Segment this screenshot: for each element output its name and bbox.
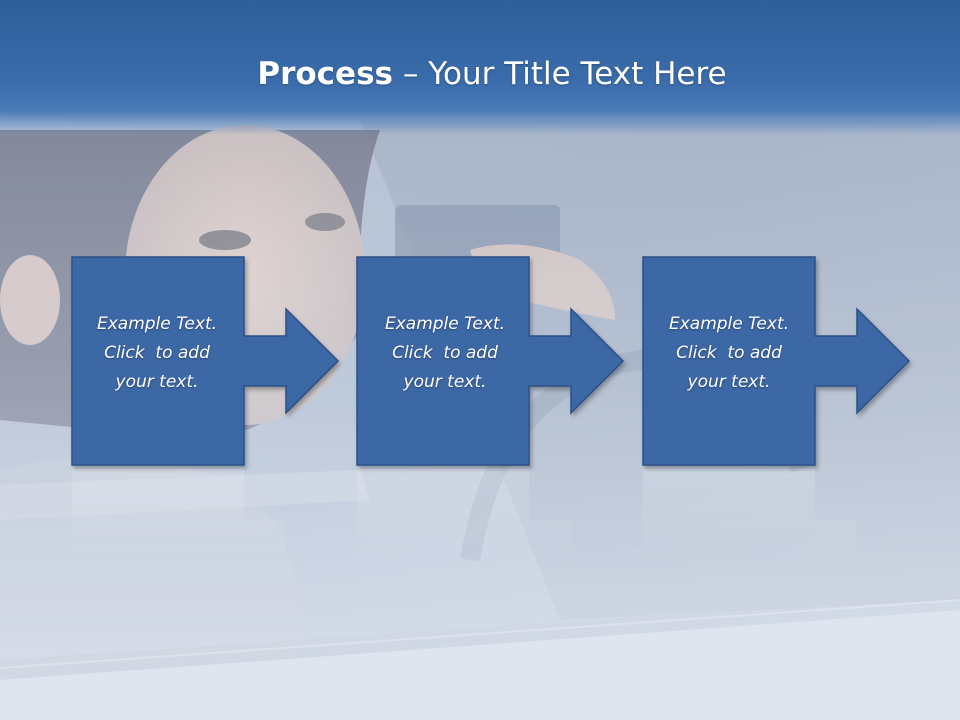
step-2-line-3: your text.	[403, 372, 487, 392]
step-1-line-2: Click to add	[104, 343, 210, 363]
slide-title: Process – Your Title Text Here	[0, 52, 960, 96]
step-1-text[interactable]: Example Text. Click to add your text.	[72, 310, 242, 397]
title-rest: – Your Title Text Here	[393, 56, 727, 92]
process-step-1[interactable]	[71, 256, 340, 466]
process-step-3[interactable]	[642, 256, 911, 466]
step-2-text[interactable]: Example Text. Click to add your text.	[360, 310, 530, 397]
step-3-line-3: your text.	[687, 372, 771, 392]
step-3-shape	[642, 256, 911, 466]
step-2-line-1: Example Text.	[384, 314, 506, 334]
step-3-line-1: Example Text.	[668, 314, 790, 334]
step-3-text[interactable]: Example Text. Click to add your text.	[644, 310, 814, 397]
step-reflections	[72, 468, 857, 560]
step-1-line-3: your text.	[115, 372, 199, 392]
process-step-2[interactable]	[356, 256, 625, 466]
step-1-shape	[71, 256, 340, 466]
step-3-line-2: Click to add	[676, 343, 782, 363]
title-bold: Process	[257, 56, 393, 92]
step-2-line-2: Click to add	[392, 343, 498, 363]
step-2-shape	[356, 256, 625, 466]
step-1-line-1: Example Text.	[96, 314, 218, 334]
title-band	[0, 0, 960, 135]
